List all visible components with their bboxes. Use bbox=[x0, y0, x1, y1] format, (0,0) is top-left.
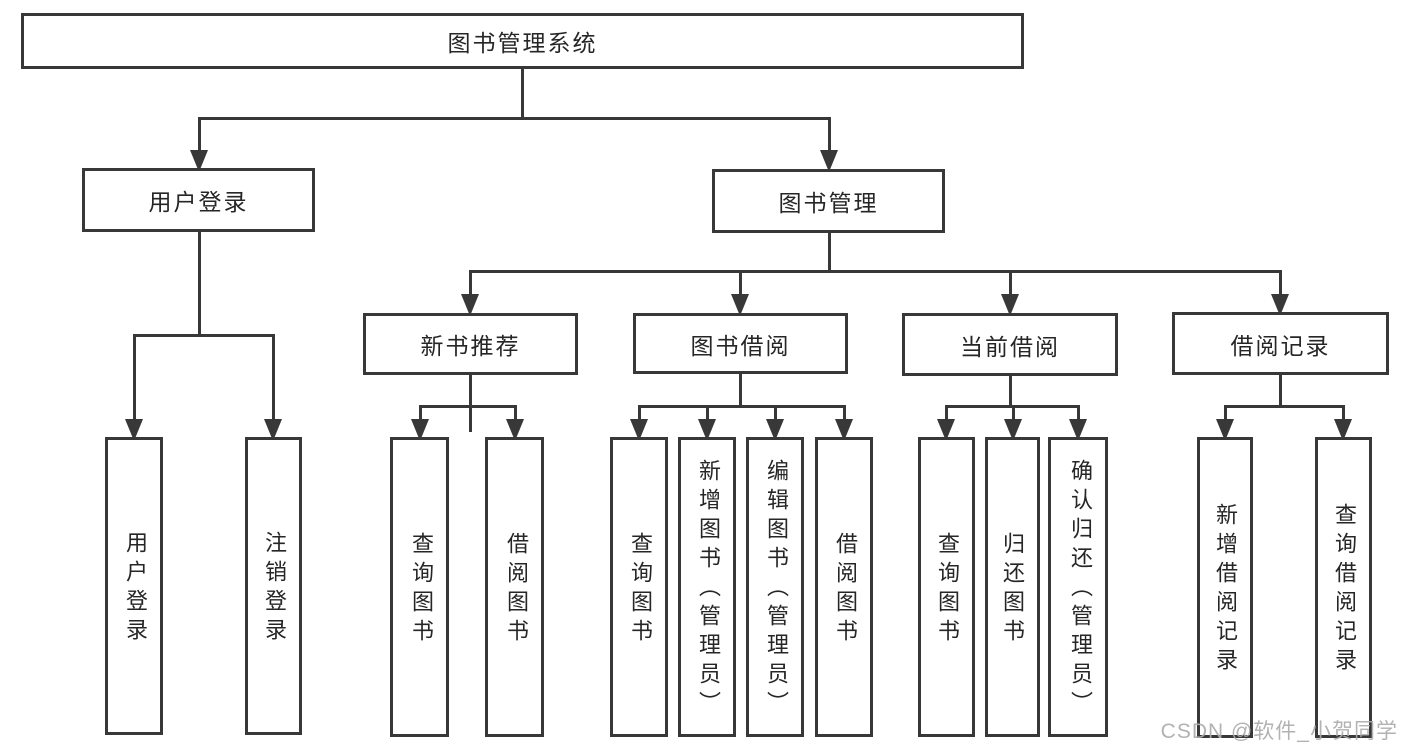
node-system-root: 图书管理系统 bbox=[21, 13, 1024, 69]
node-query-books-under-current: 查询图书 bbox=[918, 437, 975, 737]
connector-line bbox=[133, 334, 136, 426]
node-user-login-module: 用户登录 bbox=[82, 168, 315, 232]
connector-line bbox=[469, 270, 1282, 273]
node-query-borrowing-record: 查询借阅记录 bbox=[1315, 437, 1372, 738]
arrowhead-down-icon bbox=[937, 419, 955, 441]
arrowhead-down-icon bbox=[190, 150, 208, 172]
connector-line bbox=[419, 405, 422, 426]
connector-line bbox=[739, 373, 742, 408]
arrowhead-down-icon bbox=[698, 419, 716, 441]
node-return-books: 归还图书 bbox=[985, 437, 1040, 737]
node-borrow-books-under-borrowing: 借阅图书 bbox=[815, 437, 873, 737]
node-book-management-module: 图书管理 bbox=[712, 169, 945, 233]
connector-line bbox=[514, 405, 517, 426]
node-logout-action: 注销登录 bbox=[245, 437, 302, 735]
connector-line bbox=[1279, 270, 1282, 301]
connector-line bbox=[1009, 375, 1012, 408]
connector-line bbox=[739, 270, 742, 301]
connector-line bbox=[469, 270, 472, 301]
node-borrowing-records-module: 借阅记录 bbox=[1172, 312, 1389, 375]
arrowhead-down-icon bbox=[731, 294, 749, 316]
arrowhead-down-icon bbox=[1334, 419, 1352, 441]
arrowhead-down-icon bbox=[766, 419, 784, 441]
node-edit-books-admin: 编辑图书（管理员） bbox=[746, 437, 804, 737]
connector-line bbox=[198, 117, 201, 156]
node-current-borrowing-module: 当前借阅 bbox=[902, 313, 1118, 376]
connector-line bbox=[198, 117, 831, 120]
connector-line bbox=[469, 374, 472, 432]
arrowhead-down-icon bbox=[1271, 294, 1289, 316]
connector-line bbox=[1009, 270, 1012, 301]
arrowhead-down-icon bbox=[264, 419, 282, 441]
connector-line bbox=[272, 334, 275, 426]
node-query-books-under-recommend: 查询图书 bbox=[390, 437, 449, 737]
connector-line bbox=[638, 405, 641, 426]
connector-line bbox=[843, 405, 846, 426]
connector-line bbox=[133, 334, 275, 337]
connector-line bbox=[1077, 405, 1080, 426]
connector-line bbox=[828, 117, 831, 156]
arrowhead-down-icon bbox=[1001, 294, 1019, 316]
node-add-borrowing-record: 新增借阅记录 bbox=[1197, 437, 1253, 738]
node-borrow-books-under-recommend: 借阅图书 bbox=[485, 437, 544, 737]
node-user-login-action: 用户登录 bbox=[105, 437, 163, 735]
arrowhead-down-icon bbox=[820, 150, 838, 172]
connector-line bbox=[945, 405, 948, 426]
node-new-book-recommend-module: 新书推荐 bbox=[363, 313, 578, 375]
connector-line bbox=[1224, 405, 1227, 426]
arrowhead-down-icon bbox=[125, 419, 143, 441]
connector-line bbox=[774, 405, 777, 426]
connector-line bbox=[1279, 374, 1282, 408]
node-query-books-under-borrowing: 查询图书 bbox=[610, 437, 668, 737]
arrowhead-down-icon bbox=[630, 419, 648, 441]
arrowhead-down-icon bbox=[1069, 419, 1087, 441]
connector-line bbox=[638, 405, 846, 408]
node-confirm-return-admin: 确认归还（管理员） bbox=[1048, 437, 1108, 737]
connector-line bbox=[828, 232, 831, 273]
connector-line bbox=[521, 68, 524, 120]
arrowhead-down-icon bbox=[461, 294, 479, 316]
arrowhead-down-icon bbox=[506, 419, 524, 441]
arrowhead-down-icon bbox=[411, 419, 429, 441]
node-add-books-admin: 新增图书（管理员） bbox=[678, 437, 736, 737]
connector-line bbox=[1342, 405, 1345, 426]
csdn-watermark: CSDN @软件_小贺同学 bbox=[1160, 720, 1398, 743]
connector-line bbox=[1012, 405, 1015, 426]
arrowhead-down-icon bbox=[1216, 419, 1234, 441]
connector-line bbox=[419, 405, 517, 408]
arrowhead-down-icon bbox=[835, 419, 853, 441]
connector-line bbox=[198, 231, 201, 337]
node-book-borrowing-module: 图书借阅 bbox=[633, 313, 848, 374]
connector-line bbox=[706, 405, 709, 426]
connector-line bbox=[1224, 405, 1345, 408]
arrowhead-down-icon bbox=[1004, 419, 1022, 441]
